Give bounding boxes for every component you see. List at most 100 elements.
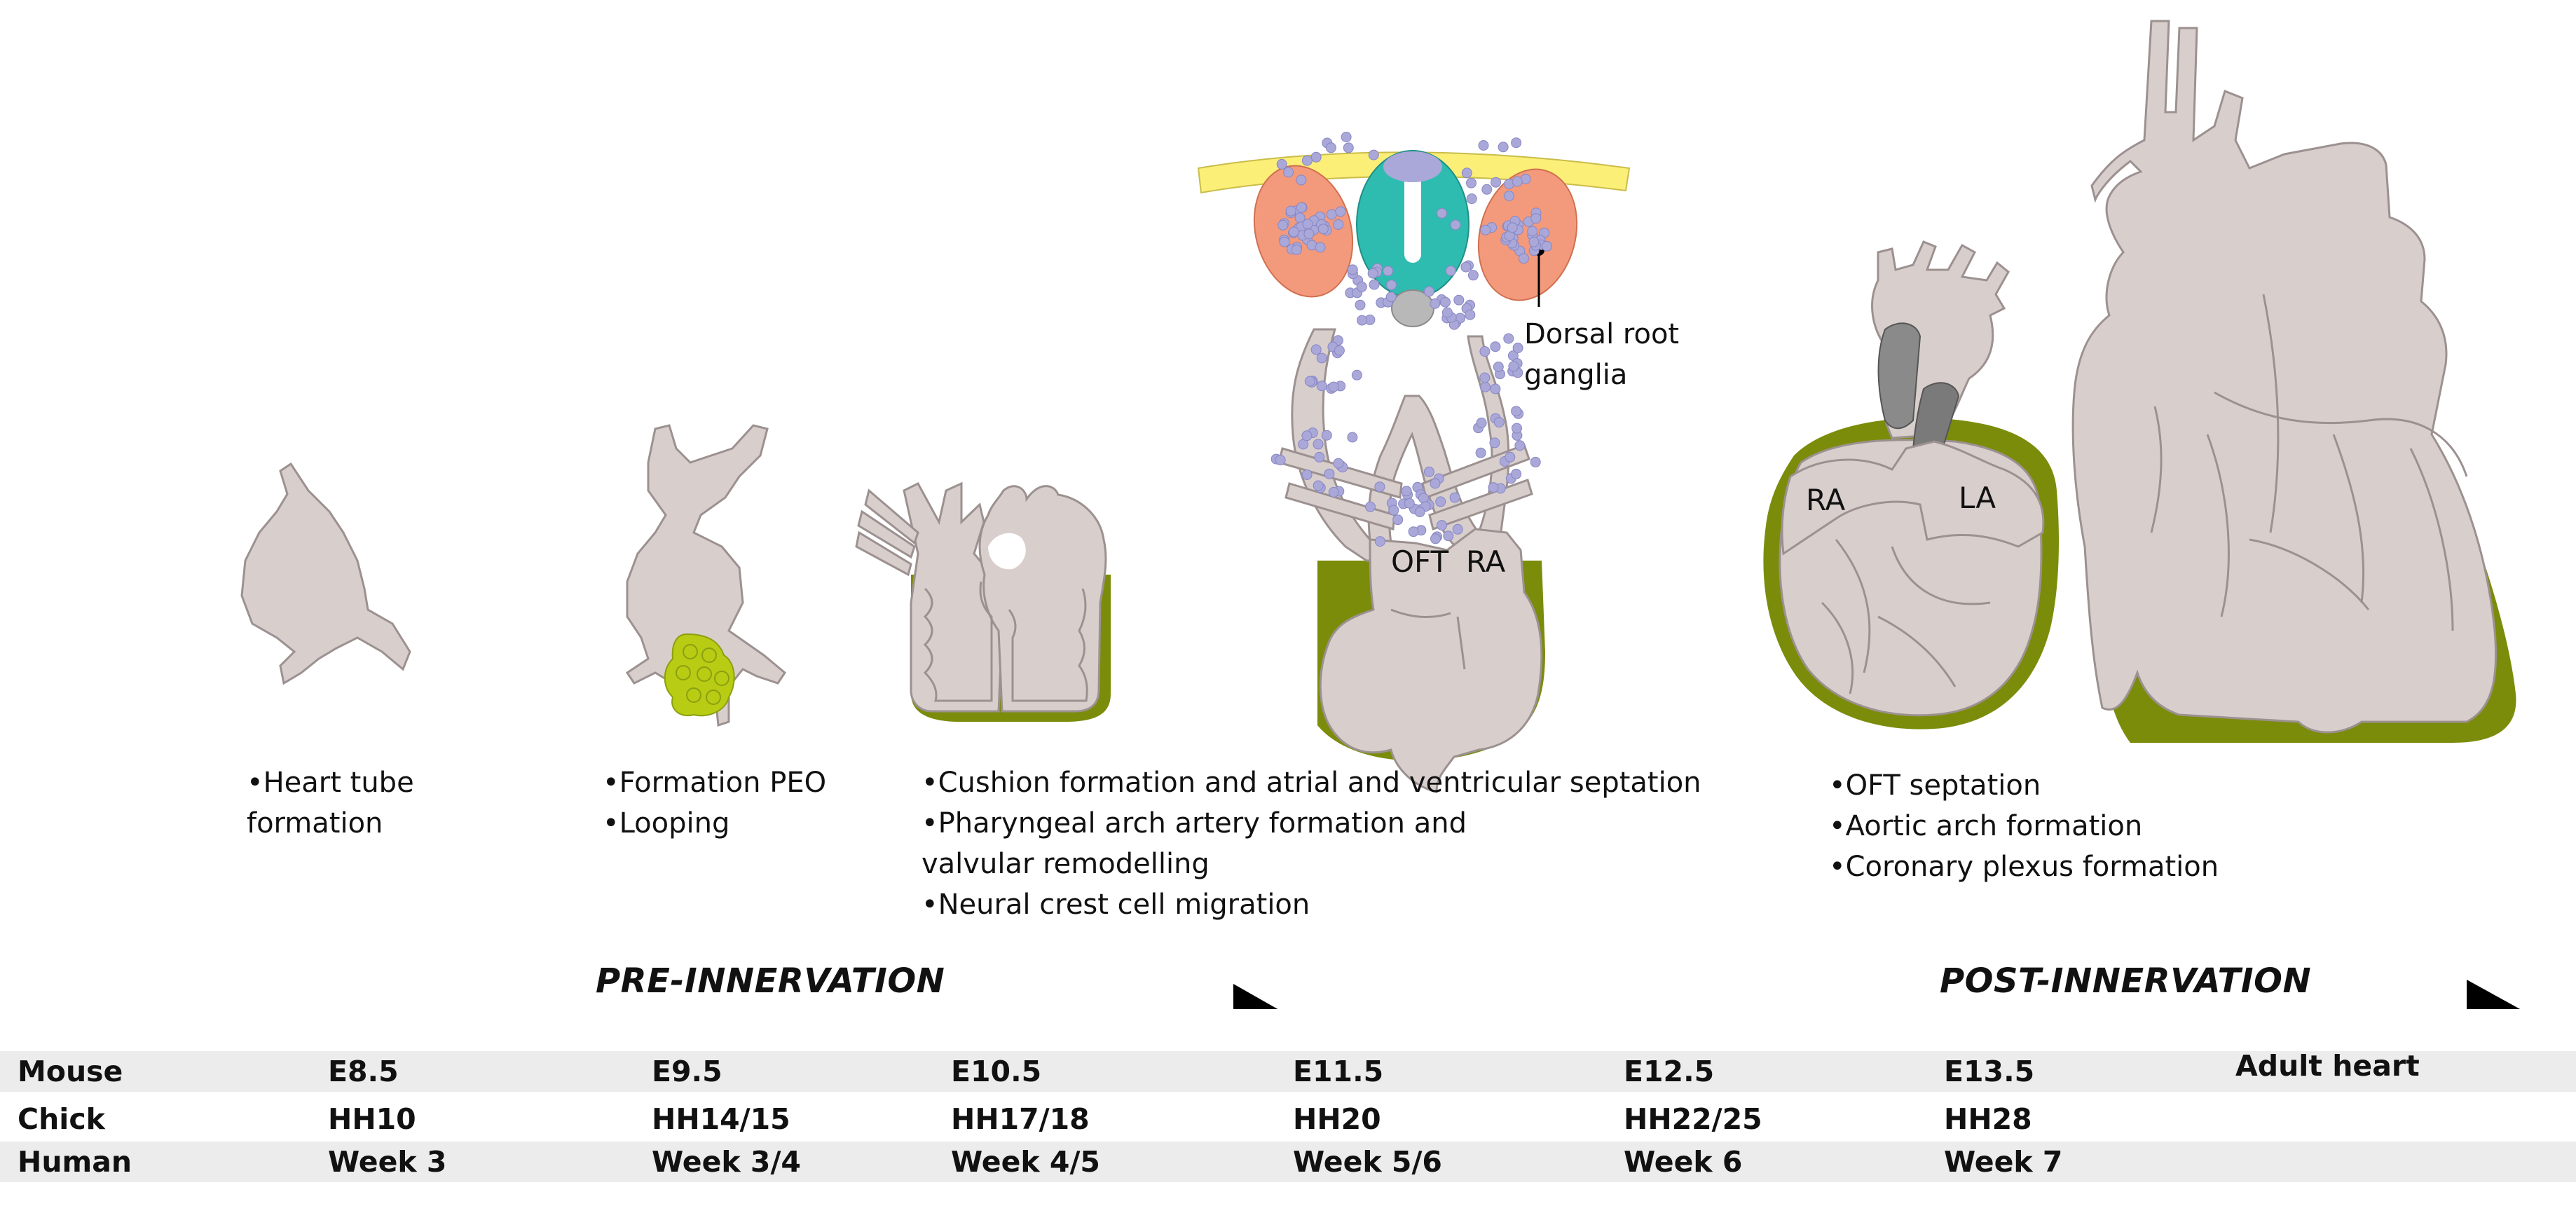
- mouse-stage: E12.5: [1624, 1055, 1715, 1088]
- caption-peo: •Formation PEO •Looping: [603, 762, 826, 844]
- neural-crest-dot: [1450, 219, 1461, 231]
- human-stage: Week 5/6: [1293, 1145, 1442, 1179]
- neural-crest-dot: [1285, 205, 1296, 217]
- adult-heart-body: [2071, 20, 2498, 734]
- neural-crest-dot: [1324, 468, 1335, 479]
- neural-crest-dot: [1328, 381, 1339, 392]
- neural-crest-dot: [1414, 507, 1425, 518]
- neural-crest-dot: [1341, 132, 1352, 142]
- neural-crest-dot: [1334, 345, 1345, 356]
- neural-crest-dot: [1493, 362, 1504, 372]
- chick-stage: HH17/18: [951, 1102, 1090, 1136]
- neural-crest-dot: [1296, 202, 1307, 213]
- neural-crest-dot: [1481, 184, 1493, 195]
- neural-crest-dot: [1275, 455, 1286, 466]
- neural-crest-dot: [1511, 137, 1522, 149]
- neural-crest-dot: [1392, 514, 1404, 526]
- oft-label: OFT: [1391, 544, 1448, 579]
- chick-stage: HH22/25: [1624, 1102, 1762, 1136]
- neural-crest-dot: [1466, 177, 1477, 189]
- neural-crest-dot: [1291, 245, 1302, 255]
- neural-crest-dot: [1333, 219, 1344, 230]
- neural-crest-dot: [1313, 480, 1324, 491]
- looping-heart-shape: [625, 424, 786, 727]
- neural-crest-dot: [1303, 228, 1315, 240]
- neural-crest-dot: [1430, 298, 1441, 309]
- heart-tube-shape: [240, 462, 411, 685]
- neural-crest-dot: [1467, 270, 1479, 281]
- neural-crest-dot: [1507, 222, 1518, 233]
- post-innervation-label: POST-INNERVATION: [1940, 961, 2312, 1001]
- neural-crest-dot: [1369, 279, 1380, 290]
- chick-stage: HH14/15: [652, 1102, 790, 1136]
- neural-crest-dot: [1435, 496, 1446, 507]
- human-stage: Week 4/5: [951, 1145, 1100, 1179]
- neural-crest-dot: [1460, 261, 1472, 273]
- caption-heart-tube-line1: •Heart tube: [247, 767, 414, 799]
- neural-crest-dot: [1479, 346, 1491, 357]
- neural-crest-dot: [1388, 505, 1399, 516]
- neural-crest-dot: [1479, 372, 1491, 383]
- neural-crest-dot: [1452, 523, 1463, 535]
- neural-crest-dot: [1461, 167, 1472, 179]
- drg-label-line2: ganglia: [1524, 359, 1628, 391]
- neural-crest-dot: [1304, 376, 1315, 387]
- neural-crest-dot: [1443, 530, 1454, 542]
- neural-crest-dot: [1301, 155, 1313, 166]
- neural-crest-dot: [1383, 266, 1394, 277]
- neural-crest-dot: [1401, 486, 1412, 497]
- neural-crest-dot: [1505, 451, 1516, 462]
- neural-crest-dot: [1357, 315, 1368, 326]
- neural-crest-dot: [1283, 167, 1294, 178]
- neural-crest-dot: [1437, 207, 1447, 219]
- pre-innervation-label: PRE-INNERVATION: [596, 961, 945, 1001]
- fetal-heart-atria: [1781, 440, 2045, 556]
- mouse-label: Mouse: [18, 1055, 123, 1088]
- human-stage: Week 3: [328, 1145, 447, 1179]
- neural-crest-dot: [1408, 526, 1419, 537]
- neural-crest-dot: [1333, 458, 1344, 469]
- neural-crest-dot: [1386, 280, 1397, 291]
- neural-tube-roof: [1383, 151, 1442, 182]
- fetal-heart-drawing: RA LA: [1763, 240, 2059, 729]
- mouse-row: Mouse E8.5 E9.5 E10.5 E11.5 E12.5 E13.5 …: [0, 1049, 2576, 1092]
- neural-crest-dot: [1335, 206, 1346, 217]
- neural-crest-dot: [1440, 296, 1451, 308]
- chick-stage: HH20: [1293, 1102, 1381, 1136]
- drg-label-line1: Dorsal root: [1524, 318, 1680, 350]
- la-fetal-label: LA: [1959, 481, 1996, 515]
- caption-cushion-line3: valvular remodelling: [922, 848, 1210, 880]
- post-innervation-arrowhead: [2467, 980, 2521, 1009]
- mouse-stage: E9.5: [652, 1055, 722, 1088]
- neural-crest-dot: [1449, 492, 1460, 503]
- neural-crest-dot: [1365, 501, 1376, 512]
- chick-label: Chick: [18, 1102, 105, 1136]
- mouse-stage: E11.5: [1293, 1055, 1384, 1088]
- neural-crest-dot: [1493, 417, 1505, 428]
- neural-crest-dot: [1276, 158, 1287, 170]
- ra-fetal-label: RA: [1806, 483, 1845, 517]
- neural-crest-dot: [1288, 226, 1299, 238]
- caption-oft: •OFT septation •Aortic arch formation •C…: [1829, 765, 2219, 887]
- neural-tube-lumen: [1404, 172, 1421, 263]
- neural-crest-dot: [1355, 299, 1366, 310]
- fetal-heart-aorta-lumen: [1877, 322, 1921, 430]
- neural-crest-dot: [1343, 142, 1354, 153]
- neural-crest-dot: [1466, 193, 1477, 205]
- neural-crest-dot: [1490, 383, 1501, 395]
- mouse-stage: Adult heart: [2235, 1049, 2420, 1083]
- embryonic-heart: [1319, 528, 1543, 793]
- human-stage: Week 3/4: [652, 1145, 801, 1179]
- neural-crest-dot: [1528, 236, 1540, 247]
- chick-row: Chick HH10 HH14/15 HH17/18 HH20 HH22/25 …: [0, 1099, 2576, 1139]
- neural-crest-dot: [1527, 226, 1538, 237]
- neural-crest-dot: [1445, 266, 1456, 276]
- neural-crest-dot: [1310, 344, 1322, 355]
- neural-crest-dot: [1347, 264, 1358, 275]
- neural-crest-dot: [1368, 149, 1379, 160]
- caption-cushion-line4: •Neural crest cell migration: [922, 889, 1310, 921]
- neural-crest-cell-dots: [1270, 132, 1552, 547]
- neural-crest-dot: [1512, 343, 1523, 353]
- mouse-stage: E10.5: [951, 1055, 1042, 1088]
- neural-crest-dot: [1530, 456, 1541, 467]
